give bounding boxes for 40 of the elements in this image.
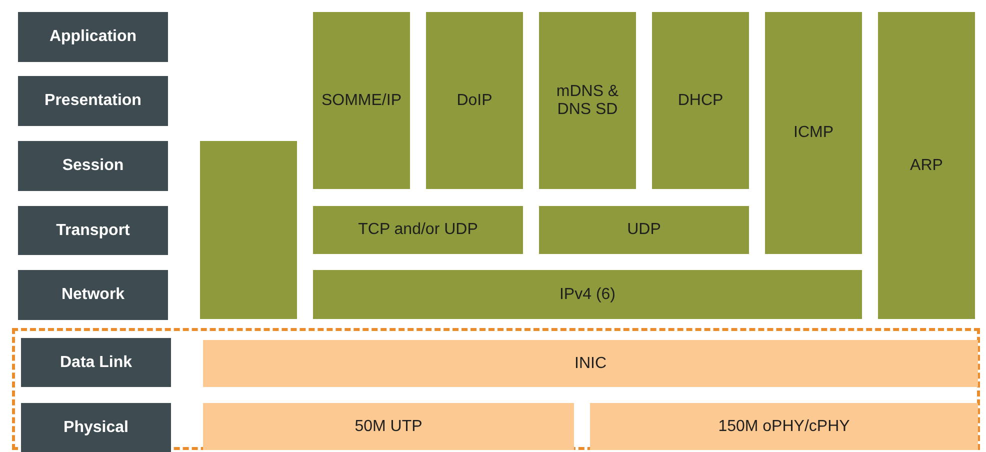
box-label: Network xyxy=(61,286,125,304)
box-label: 150M oPHY/cPHY xyxy=(718,418,850,436)
box-label: INIC xyxy=(574,354,606,372)
protocol-box xyxy=(765,12,862,254)
protocol-box xyxy=(590,403,978,450)
protocol-box xyxy=(313,270,862,319)
protocol-box xyxy=(313,12,410,189)
protocol-box xyxy=(878,12,975,319)
box-label: TCP and/or UDP xyxy=(358,221,478,239)
layer-box xyxy=(18,141,168,191)
box-label: DoIP xyxy=(456,92,492,110)
box-label: Application xyxy=(49,28,137,46)
box-label: Transport xyxy=(56,222,130,240)
protocol-box xyxy=(203,340,978,387)
box-label: ICMP xyxy=(794,124,834,142)
box-label: ARP xyxy=(910,156,943,174)
box-label: Session xyxy=(62,157,124,175)
box-label: Presentation xyxy=(44,92,142,110)
box-label: mDNS & DNS SD xyxy=(555,82,620,118)
box-label: Physical xyxy=(64,418,128,436)
protocol-box xyxy=(539,206,749,254)
box-label: 50M UTP xyxy=(354,418,422,436)
protocol-box xyxy=(539,12,636,189)
protocol-box xyxy=(652,12,749,189)
protocol-box xyxy=(203,403,574,450)
box-label: SOMME/IP xyxy=(321,92,402,110)
layer-box xyxy=(18,76,168,126)
layer-box xyxy=(18,270,168,320)
dashed-region xyxy=(12,328,980,450)
box-label: IPv4 (6) xyxy=(559,286,616,304)
protocol-box xyxy=(426,12,523,189)
box-label: UDP xyxy=(627,221,661,239)
layer-box xyxy=(18,206,168,255)
layer-box xyxy=(21,338,171,387)
empty-box xyxy=(200,141,297,319)
layer-box xyxy=(18,12,168,62)
layer-box xyxy=(21,403,171,452)
protocol-box xyxy=(313,206,523,254)
box-label: Data Link xyxy=(60,354,132,372)
box-label: DHCP xyxy=(678,92,724,110)
